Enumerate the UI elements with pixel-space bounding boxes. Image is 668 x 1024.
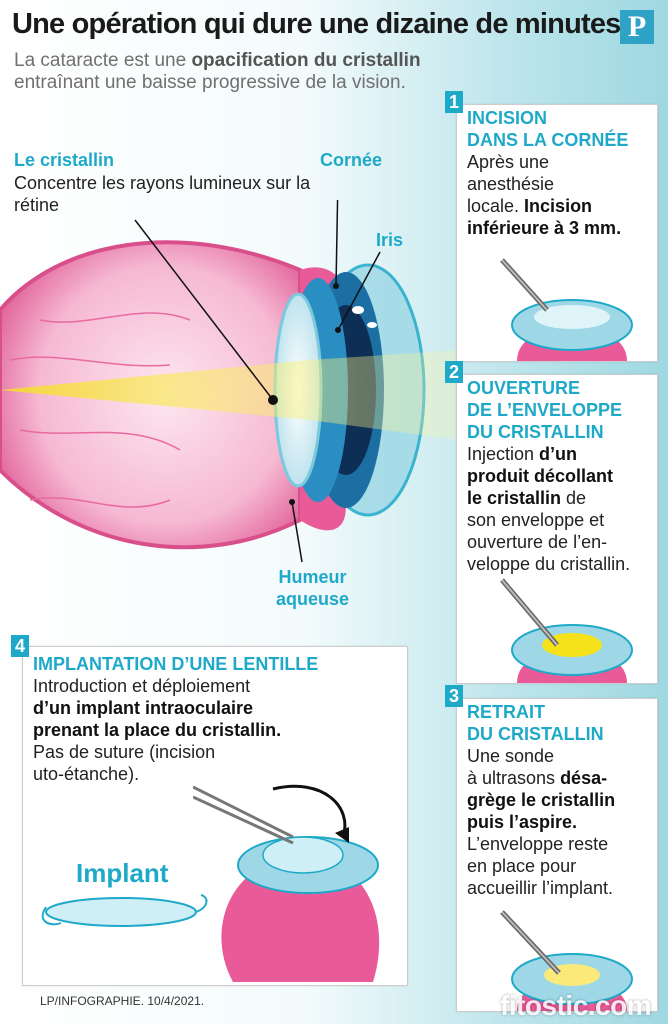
credit-text: LP/INFOGRAPHIE. 10/4/2021. <box>40 994 205 1008</box>
step-3-text-3: grège le cristallin <box>467 789 657 811</box>
label-humeur-aqueuse: Humeur aqueuse <box>276 566 349 610</box>
step-3-bold-2: désa- <box>560 768 608 788</box>
step-4-text-3: prenant la place du cristallin. <box>33 719 403 741</box>
step-2-text-3a: de <box>561 488 587 508</box>
step-3-title-2: DU CRISTALLIN <box>467 724 604 744</box>
step-3-illustration <box>500 910 633 1011</box>
step-1-bold-4: inférieure à 3 mm. <box>467 218 622 238</box>
step-3-text-5: L’enveloppe reste <box>467 834 609 854</box>
step-4-title: IMPLANTATION D’UNE LENTILLE <box>33 654 319 674</box>
step-2-text-4: son enveloppe et <box>467 510 605 530</box>
step-4-text-4: Pas de suture (incision <box>33 742 216 762</box>
label-iris: Iris <box>376 230 404 250</box>
step-2-bold-2: produit décollant <box>467 466 613 486</box>
step-1-text-4: inférieure à 3 mm. <box>467 217 657 239</box>
step-2-panel: 2 OUVERTURE DE L’ENVELOPPE DU CRISTALLIN… <box>445 361 658 684</box>
step-2-text-3: le cristallin de <box>467 487 657 509</box>
intro-text-bold: opacification du cristallin <box>191 50 421 71</box>
publisher-logo: P <box>620 10 654 44</box>
label-cristallin-desc: Concentre les rayons lumineux sur la rét… <box>14 173 311 215</box>
label-humeur-line2: aqueuse <box>276 589 350 609</box>
step-4-bold-3: prenant la place du cristallin. <box>33 720 282 740</box>
step-3-text-4: puis l’aspire. <box>467 811 657 833</box>
step-3-text-7: accueillir l’implant. <box>467 878 614 898</box>
step-1-text-2: anesthésie <box>467 174 555 194</box>
step-2-title-1: OUVERTURE <box>467 378 581 398</box>
step-4-bold-2: d’un implant intraoculaire <box>33 698 254 718</box>
step-3-title-1: RETRAIT <box>467 702 545 722</box>
label-cornee: Cornée <box>320 150 383 170</box>
label-cristallin: Le cristallin <box>14 150 115 170</box>
step-3-bold-3: grège le cristallin <box>467 790 616 810</box>
step-1-number: 1 <box>445 91 463 113</box>
step-2-title-3: DU CRISTALLIN <box>467 422 604 442</box>
implant-lens-icon <box>41 894 208 927</box>
intro-text: La cataracte est une opacification du cr… <box>14 50 454 94</box>
step-2-bold-1: d’un <box>539 444 578 464</box>
step-2-number: 2 <box>445 361 463 383</box>
step-4-panel: 4 IMPLANTATION D’UNE LENTILLE Introducti… <box>11 635 408 986</box>
step-3-panel: 3 RETRAIT DU CRISTALLIN Une sonde à ultr… <box>445 685 658 1012</box>
watermark: fitostic.com <box>500 990 652 1021</box>
step-2-illustration <box>500 578 633 683</box>
step-2-text-2: produit décollant <box>467 465 657 487</box>
eye-illustration <box>0 200 460 563</box>
step-3-text-1: Une sonde <box>467 746 555 766</box>
step-2-text-1a: Injection <box>467 444 540 464</box>
step-1-bold-3: Incision <box>524 196 593 216</box>
step-3-number: 3 <box>445 685 463 707</box>
page-title: Une opération qui dure une dizaine de mi… <box>12 8 621 40</box>
step-1-title-2: DANS LA CORNÉE <box>467 130 629 150</box>
intro-text-a: La cataracte est une <box>14 50 192 71</box>
step-3-bold-4: puis l’aspire. <box>467 812 578 832</box>
implant-label: Implant <box>76 858 169 888</box>
step-4-illustration <box>193 784 380 982</box>
step-1-text-1: Après une <box>467 152 550 172</box>
label-humeur-line1: Humeur <box>278 567 347 587</box>
step-1-illustration <box>500 258 633 361</box>
step-3-text-2a: à ultrasons <box>467 768 561 788</box>
intro-text-b: entraînant une baisse progressive de la … <box>14 72 406 93</box>
step-2-text-6: veloppe du cristallin. <box>467 554 631 574</box>
step-2-text-1: Injection d’un <box>467 443 657 465</box>
step-4-text-2: d’un implant intraoculaire <box>33 697 403 719</box>
step-4-text-5: uto-étanche). <box>33 764 140 784</box>
step-1-title-1: INCISION <box>467 108 548 128</box>
step-4-text-1: Introduction et déploiement <box>33 676 251 696</box>
step-1-text-3: locale. Incision <box>467 195 657 217</box>
step-3-text-2: à ultrasons désa- <box>467 767 657 789</box>
step-4-number: 4 <box>11 635 29 657</box>
step-3-text-6: en place pour <box>467 856 577 876</box>
step-1-panel: 1 INCISION DANS LA CORNÉE Après une anes… <box>445 91 658 362</box>
step-2-text-5: ouverture de l’en- <box>467 532 608 552</box>
step-1-text-3a: locale. <box>467 196 525 216</box>
step-2-bold-3: le cristallin <box>467 488 562 508</box>
step-2-title-2: DE L’ENVELOPPE <box>467 400 623 420</box>
